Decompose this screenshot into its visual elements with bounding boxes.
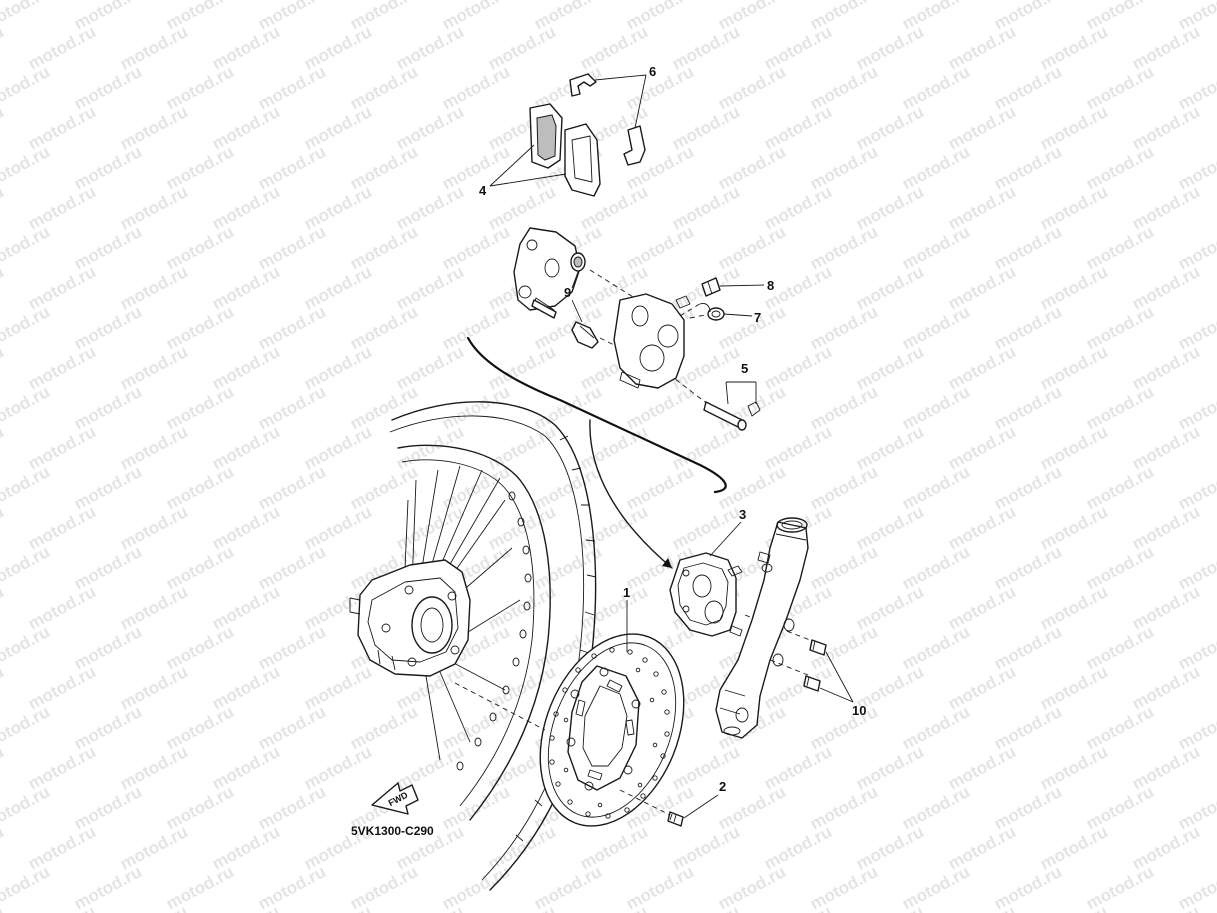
watermark-text: motod.ru bbox=[1175, 542, 1217, 593]
watermark-text: motod.ru bbox=[1175, 862, 1217, 913]
watermark-text: motod.ru bbox=[0, 702, 53, 753]
callout-10: 10 bbox=[852, 703, 866, 718]
watermark-text: motod.ru bbox=[209, 902, 283, 913]
watermark-text: motod.ru bbox=[0, 22, 7, 73]
callout-7: 7 bbox=[754, 310, 761, 325]
pad-pin bbox=[703, 401, 761, 431]
bleed-screw bbox=[701, 277, 721, 297]
watermark-text: motod.ru bbox=[0, 782, 53, 833]
leader-lines bbox=[489, 74, 854, 819]
rim-spoke-holes bbox=[456, 491, 532, 771]
watermark-text: motod.ru bbox=[0, 862, 53, 913]
watermark-text: motod.ru bbox=[0, 822, 7, 873]
watermark-text: motod.ru bbox=[1175, 782, 1217, 833]
watermark-text: motod.ru bbox=[117, 902, 191, 913]
watermark-text: motod.ru bbox=[0, 622, 53, 673]
callout-9: 9 bbox=[564, 285, 571, 300]
pad-support-clips bbox=[569, 73, 646, 166]
watermark-text: motod.ru bbox=[0, 662, 7, 713]
watermark-text: motod.ru bbox=[1175, 462, 1217, 513]
watermark-text: motod.ru bbox=[945, 902, 1019, 913]
brake-caliper-assembled bbox=[669, 552, 743, 637]
watermark-text: motod.ru bbox=[761, 902, 835, 913]
watermark-text: motod.ru bbox=[0, 742, 7, 793]
disc-drill-holes bbox=[549, 647, 670, 819]
callout-5: 5 bbox=[741, 361, 748, 376]
diagram-code: 5VK1300-C290 bbox=[351, 824, 434, 838]
brake-disc bbox=[539, 633, 685, 827]
caliper-mount-bolts bbox=[803, 639, 827, 692]
watermark-text: motod.ru bbox=[1175, 382, 1217, 433]
watermark-text: motod.ru bbox=[393, 902, 467, 913]
watermark-text: motod.ru bbox=[0, 182, 7, 233]
assembly-bracket-line bbox=[466, 336, 727, 569]
callout-2: 2 bbox=[719, 779, 726, 794]
watermark-text: motod.ru bbox=[0, 102, 7, 153]
watermark-text: motod.ru bbox=[1175, 62, 1217, 113]
watermark-text: motod.ru bbox=[669, 902, 743, 913]
watermark-text: motod.ru bbox=[1175, 302, 1217, 353]
watermark-text: motod.ru bbox=[0, 582, 7, 633]
caliper-body bbox=[613, 293, 691, 389]
callout-8: 8 bbox=[767, 278, 774, 293]
watermark-text: motod.ru bbox=[577, 902, 651, 913]
watermark-text: motod.ru bbox=[1175, 622, 1217, 673]
slide-pin-boots bbox=[570, 252, 599, 349]
front-fork-leg bbox=[715, 517, 809, 739]
brake-pad-set bbox=[529, 103, 601, 197]
callout-labels: 1 2 3 4 5 6 7 8 9 10 bbox=[479, 64, 866, 794]
watermark-text: motod.ru bbox=[0, 382, 53, 433]
callout-6: 6 bbox=[649, 64, 656, 79]
watermark-text: motod.ru bbox=[0, 0, 53, 34]
watermark-text: motod.ru bbox=[301, 902, 375, 913]
watermark-text: motod.ru bbox=[0, 542, 53, 593]
watermark-text: motod.ru bbox=[0, 142, 53, 193]
watermark-text: motod.ru bbox=[0, 62, 53, 113]
watermark-text: motod.ru bbox=[1175, 142, 1217, 193]
forward-arrow: FWD bbox=[371, 782, 419, 815]
callout-3: 3 bbox=[739, 507, 746, 522]
watermark-text: motod.ru bbox=[0, 502, 7, 553]
bracket-bolt bbox=[531, 299, 557, 319]
callout-1: 1 bbox=[623, 585, 630, 600]
disc-bolt bbox=[667, 811, 684, 827]
watermark-text: motod.ru bbox=[1175, 222, 1217, 273]
watermark-text: motod.ru bbox=[0, 422, 7, 473]
watermark-text: motod.ru bbox=[0, 342, 7, 393]
watermark-text: motod.ru bbox=[0, 222, 53, 273]
watermark-text: motod.ru bbox=[1175, 702, 1217, 753]
bleed-screw-cap bbox=[699, 303, 725, 321]
watermark-text: motod.ru bbox=[853, 902, 927, 913]
watermark-text: motod.ru bbox=[1037, 902, 1111, 913]
caliper-bracket bbox=[513, 227, 581, 317]
watermark-text: motod.ru bbox=[0, 462, 53, 513]
watermark-text: motod.ru bbox=[1129, 902, 1203, 913]
callout-4: 4 bbox=[479, 183, 487, 198]
wheel-hub bbox=[349, 559, 471, 677]
watermark-text: motod.ru bbox=[0, 262, 7, 313]
watermark-text: motod.ru bbox=[25, 902, 99, 913]
watermark-text: motod.ru bbox=[0, 302, 53, 353]
watermark-text: motod.ru bbox=[485, 902, 559, 913]
